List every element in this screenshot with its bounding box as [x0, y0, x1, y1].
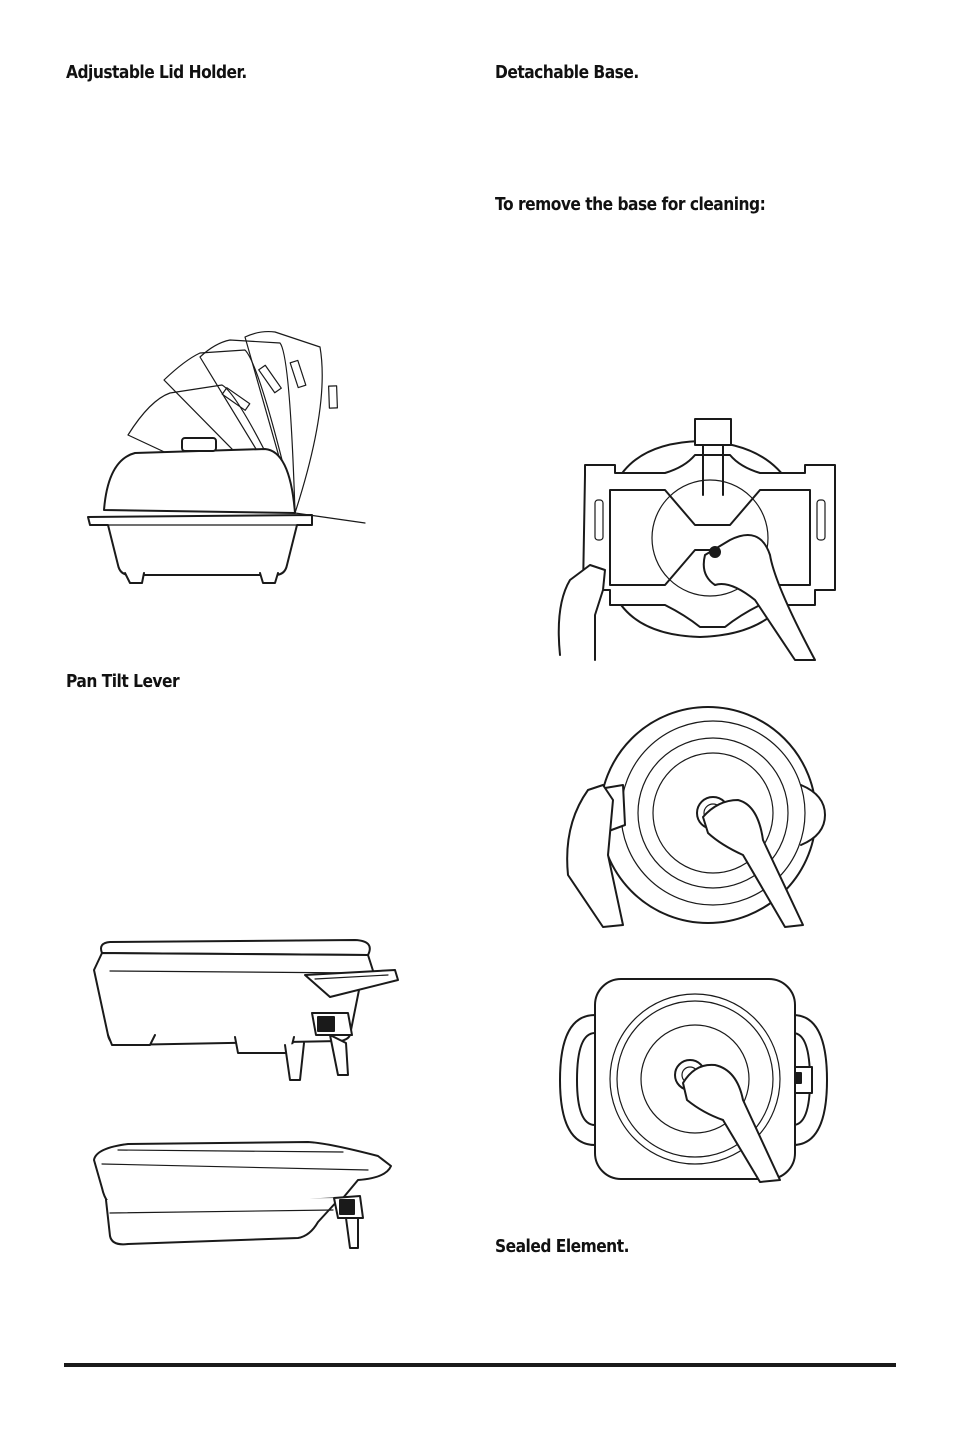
base-removal-step3-illustration — [559, 978, 828, 1183]
base-removal-step2-illustration — [566, 706, 826, 928]
tilt-lever-level-illustration — [93, 939, 399, 1081]
tilt-lever-heading: Pan Tilt Lever — [66, 671, 180, 692]
lid-holder-heading: Adjustable Lid Holder. — [66, 62, 247, 83]
lid-holder-illustration — [87, 330, 366, 584]
sealed-element-heading: Sealed Element. — [495, 1236, 629, 1257]
remove-base-heading: To remove the base for cleaning: — [495, 194, 766, 215]
footer-rule — [64, 1363, 896, 1367]
tilt-lever-tilted-illustration — [93, 1141, 392, 1249]
base-removal-step1-illustration — [557, 418, 836, 661]
detachable-base-heading: Detachable Base. — [495, 62, 639, 83]
